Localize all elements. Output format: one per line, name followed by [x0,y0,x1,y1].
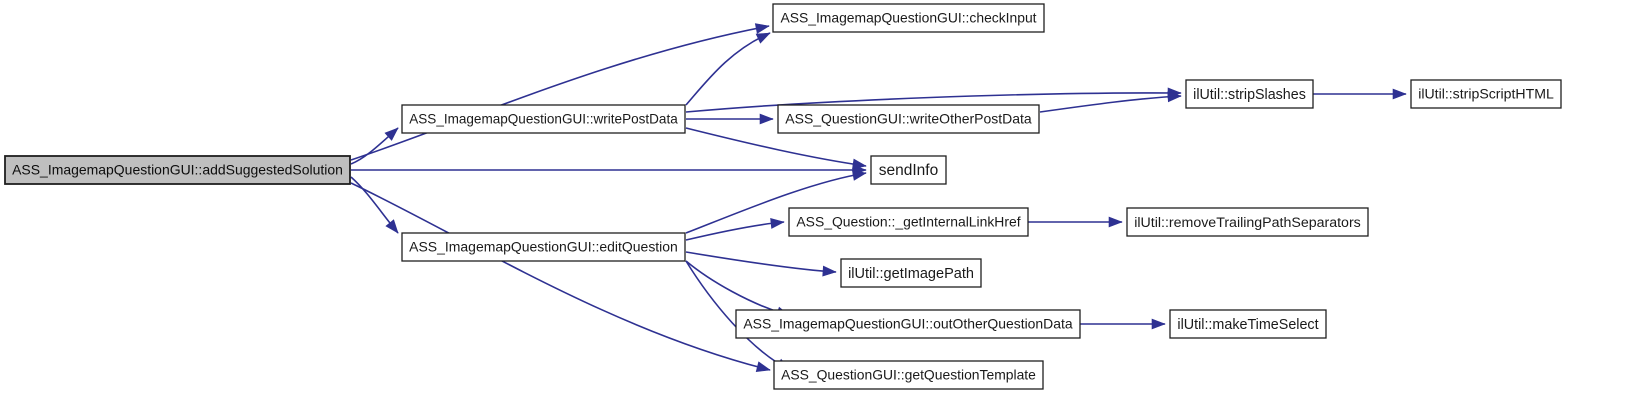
node-box[interactable] [401,232,686,262]
call-edge-addSuggestedSolution-to-getQuestionTemplate [350,182,771,372]
graph-node-stripScriptHTML[interactable]: ilUtil::stripScriptHTML [1410,79,1562,109]
node-label: ASS_QuestionGUI::writeOtherPostData [785,111,1032,127]
call-edge-stripSlashes-to-stripScriptHTML [1313,88,1407,100]
edge-arrowhead [385,219,399,234]
edge-arrowhead [1392,88,1407,100]
edge-arrowhead [1167,91,1182,103]
node-box[interactable] [4,155,351,185]
graph-node-getImagePath[interactable]: ilUtil::getImagePath [840,258,982,288]
graph-node-writePostData[interactable]: ASS_ImagemapQuestionGUI::writePostData [401,104,686,134]
graph-node-editQuestion[interactable]: ASS_ImagemapQuestionGUI::editQuestion [401,232,686,262]
edge-arrowhead [384,127,399,141]
node-label: ASS_ImagemapQuestionGUI::writePostData [409,112,678,127]
graph-node-getInternalLinkHref[interactable]: ASS_Question::_getInternalLinkHref [788,207,1029,237]
edge-line [685,92,1182,113]
edge-arrowhead [770,218,785,229]
call-edge-addSuggestedSolution-to-writePostData [350,127,399,165]
edge-arrowhead [851,170,867,181]
call-edge-addSuggestedSolution-to-sendInfo [351,164,867,176]
call-edge-editQuestion-to-getInternalLinkHref [685,218,785,241]
graph-node-removeTrailingPathSeparators[interactable]: ilUtil::removeTrailingPathSeparators [1126,207,1369,237]
node-box[interactable] [1185,79,1314,109]
node-box[interactable] [735,309,1081,339]
edge-arrowhead [852,158,867,170]
edge-line [350,182,771,371]
edge-arrowhead [822,265,837,277]
call-edge-writeOtherPostData-to-stripSlashes [1039,91,1182,113]
call-edge-outOtherQuestionData-to-makeTimeSelect [1080,318,1166,330]
node-label: ilUtil::stripSlashes [1193,87,1306,103]
node-label: ilUtil::getImagePath [848,266,974,282]
node-label: ASS_ImagemapQuestionGUI::addSuggestedSol… [12,162,343,178]
edge-arrowhead [754,23,770,34]
node-label: ilUtil::removeTrailingPathSeparators [1134,215,1361,231]
node-label: ASS_ImagemapQuestionGUI::outOtherQuestio… [743,316,1073,332]
node-box[interactable] [788,207,1029,237]
node-box[interactable] [1169,309,1327,339]
edge-line [685,127,867,167]
edge-line [685,32,771,106]
graph-node-addSuggestedSolution[interactable]: ASS_ImagemapQuestionGUI::addSuggestedSol… [4,155,351,185]
graph-node-checkInput[interactable]: ASS_ImagemapQuestionGUI::checkInput [772,3,1045,33]
call-edge-addSuggestedSolution-to-checkInput [350,23,770,161]
node-box[interactable] [401,104,686,134]
call-edge-editQuestion-to-sendInfo [685,170,867,234]
call-edge-addSuggestedSolution-to-editQuestion [350,176,399,234]
graph-node-sendInfo[interactable]: sendInfo [870,155,947,185]
node-label: ASS_QuestionGUI::getQuestionTemplate [781,367,1036,383]
edge-line [1039,95,1182,113]
node-box[interactable] [1126,207,1369,237]
node-box[interactable] [777,104,1040,134]
edge-line [685,260,791,317]
call-edge-writePostData-to-sendInfo [685,127,867,170]
node-box[interactable] [773,360,1044,390]
edge-line [685,172,867,234]
edge-arrowhead [1108,216,1123,228]
edge-line [685,221,785,241]
edge-arrowhead [755,361,771,372]
edge-arrowhead [755,32,771,44]
node-label: ASS_ImagemapQuestionGUI::checkInput [780,10,1036,26]
edge-line [685,251,837,273]
node-box[interactable] [840,258,982,288]
graph-node-outOtherQuestionData[interactable]: ASS_ImagemapQuestionGUI::outOtherQuestio… [735,309,1081,339]
node-label: ASS_Question::_getInternalLinkHref [796,214,1020,230]
edge-arrowhead [1151,318,1166,330]
graph-node-stripSlashes[interactable]: ilUtil::stripSlashes [1185,79,1314,109]
edge-line [350,25,770,161]
edge-arrowhead [759,113,774,125]
node-label: ilUtil::makeTimeSelect [1177,317,1318,333]
node-label: ASS_ImagemapQuestionGUI::editQuestion [409,239,678,255]
node-box[interactable] [870,155,947,185]
call-edge-getInternalLinkHref-to-removeTrailingPathSeparators [1028,216,1123,228]
graph-node-writeOtherPostData[interactable]: ASS_QuestionGUI::writeOtherPostData [777,104,1040,134]
call-edge-editQuestion-to-getImagePath [685,251,837,277]
node-label: sendInfo [879,162,938,179]
graph-node-makeTimeSelect[interactable]: ilUtil::makeTimeSelect [1169,309,1327,339]
call-edge-writePostData-to-writeOtherPostData [686,113,774,125]
graph-node-getQuestionTemplate[interactable]: ASS_QuestionGUI::getQuestionTemplate [773,360,1044,390]
nodes-layer: ASS_ImagemapQuestionGUI::addSuggestedSol… [4,3,1562,390]
call-edge-writePostData-to-checkInput [685,32,771,106]
node-box[interactable] [1410,79,1562,109]
node-box[interactable] [772,3,1045,33]
node-label: ilUtil::stripScriptHTML [1418,86,1554,102]
